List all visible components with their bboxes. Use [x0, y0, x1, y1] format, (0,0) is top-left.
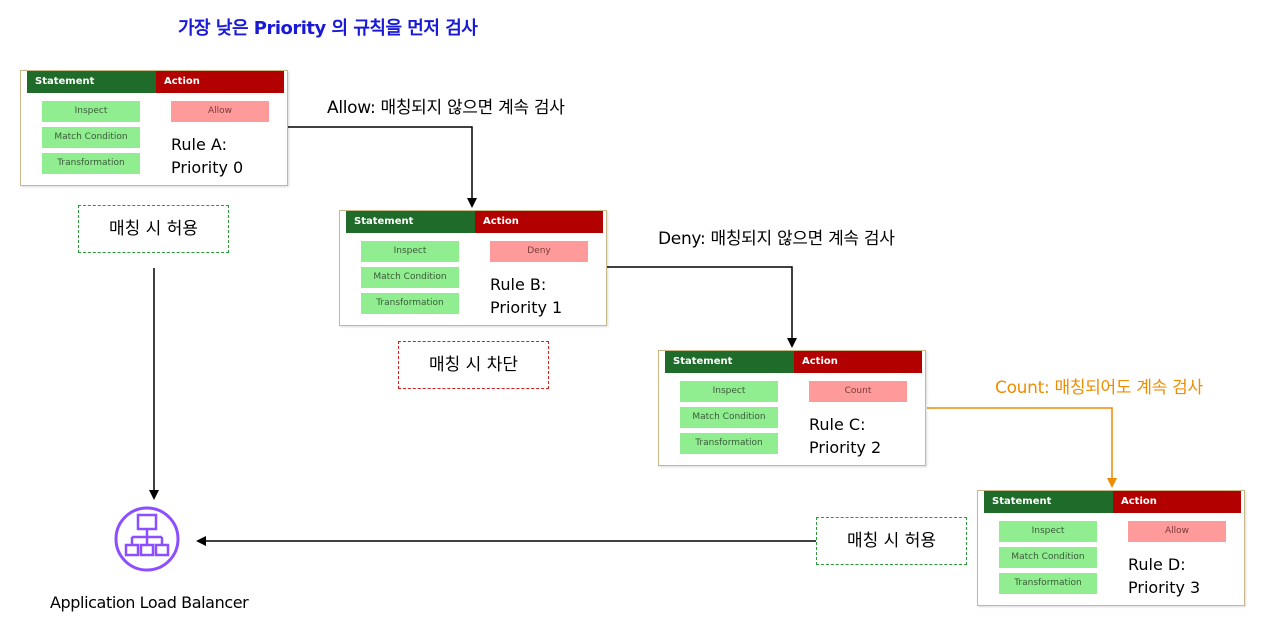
diagram-title: 가장 낮은 Priority 의 규칙을 먼저 검사 [178, 18, 478, 39]
transformation-chip: Transformation [361, 293, 459, 314]
transformation-chip: Transformation [999, 573, 1097, 594]
inspect-chip: Inspect [999, 521, 1097, 542]
rule-priority: Priority 1 [490, 298, 563, 317]
action-chip: Deny [490, 241, 588, 262]
statement-header: Statement [346, 211, 475, 233]
action-header: Action [475, 211, 603, 233]
match-condition-chip: Match Condition [680, 407, 778, 428]
rule-name: Rule A: Priority 0 [171, 133, 243, 179]
count-note: Count: 매칭되어도 계속 검사 [995, 378, 1203, 398]
action-chip: Allow [171, 101, 269, 122]
load-balancer-icon [114, 506, 180, 572]
rule-name: Rule C: Priority 2 [809, 413, 881, 459]
statement-header: Statement [27, 71, 156, 93]
match-condition-chip: Match Condition [999, 547, 1097, 568]
rule-label: Rule B: [490, 275, 547, 294]
deny-note: Deny: 매칭되지 않으면 계속 검사 [658, 229, 895, 249]
transformation-chip: Transformation [680, 433, 778, 454]
inspect-chip: Inspect [361, 241, 459, 262]
rule-d-card: Statement Action Inspect Match Condition… [977, 490, 1245, 606]
statement-header: Statement [984, 491, 1113, 513]
inspect-chip: Inspect [42, 101, 140, 122]
rule-priority: Priority 2 [809, 438, 882, 457]
rule-label: Rule C: [809, 415, 866, 434]
transformation-chip: Transformation [42, 153, 140, 174]
rule-a-outcome-box: 매칭 시 허용 [78, 205, 229, 253]
action-chip: Count [809, 381, 907, 402]
rule-a-card: Statement Action Inspect Match Condition… [20, 70, 288, 186]
arrow-a-to-b [288, 126, 477, 208]
rule-b-card: Statement Action Inspect Match Condition… [339, 210, 607, 326]
match-condition-chip: Match Condition [361, 267, 459, 288]
rule-d-outcome-box: 매칭 시 허용 [816, 517, 967, 565]
allow-note: Allow: 매칭되지 않으면 계속 검사 [327, 98, 565, 118]
inspect-chip: Inspect [680, 381, 778, 402]
rule-name: Rule B: Priority 1 [490, 273, 562, 319]
action-header: Action [794, 351, 922, 373]
action-header: Action [1113, 491, 1241, 513]
action-chip: Allow [1128, 521, 1226, 542]
rule-b-outcome-box: 매칭 시 차단 [398, 341, 549, 389]
match-condition-chip: Match Condition [42, 127, 140, 148]
rule-name: Rule D: Priority 3 [1128, 553, 1200, 599]
rule-label: Rule D: [1128, 555, 1186, 574]
arrow-b-to-c [607, 266, 797, 348]
rule-priority: Priority 0 [171, 158, 244, 177]
rule-priority: Priority 3 [1128, 578, 1201, 597]
alb-label: Application Load Balancer [50, 593, 249, 612]
arrow-c-to-d [927, 407, 1117, 488]
action-header: Action [156, 71, 284, 93]
statement-header: Statement [665, 351, 794, 373]
rule-label: Rule A: [171, 135, 227, 154]
rule-c-card: Statement Action Inspect Match Condition… [658, 350, 926, 466]
